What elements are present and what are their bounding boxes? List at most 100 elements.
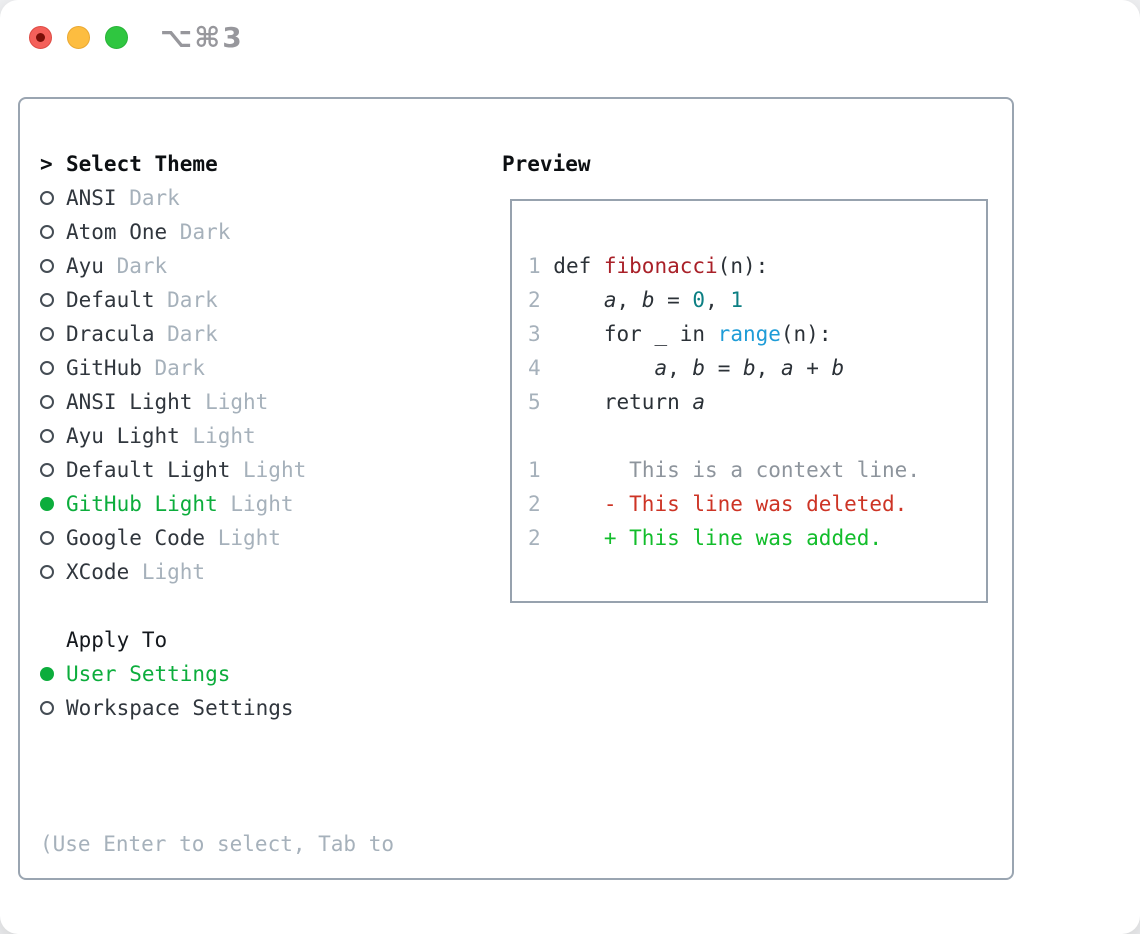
radio-circle (40, 395, 54, 409)
radio-circle (40, 667, 54, 681)
theme-option[interactable]: GitHub Light Light (40, 487, 492, 521)
code-token: 2 (528, 526, 541, 550)
code-token (541, 288, 604, 312)
theme-option[interactable]: XCode Light (40, 555, 492, 589)
keyboard-hint: (Use Enter to select, Tab to change focu… (40, 759, 492, 934)
option-label: Atom One (66, 220, 168, 244)
preview-code-line: 1 def fibonacci(n): (528, 249, 986, 283)
option-variant-tag: Light (179, 424, 256, 448)
preview-code-line: 1 This is a context line. (528, 453, 986, 487)
preview-code-line (528, 419, 986, 453)
code-token: a (603, 288, 617, 312)
theme-option[interactable]: Default Dark (40, 283, 492, 317)
radio-unselected-icon (40, 395, 66, 409)
theme-option[interactable]: Ayu Light Light (40, 419, 492, 453)
code-token: return (540, 390, 693, 414)
radio-circle (40, 429, 54, 443)
option-label: User Settings (66, 662, 231, 686)
code-token: 1 (528, 458, 541, 482)
focus-arrow-icon: > (40, 152, 53, 176)
code-token: b (641, 288, 655, 312)
theme-option[interactable]: Default Light Light (40, 453, 492, 487)
option-variant-tag: Light (230, 458, 307, 482)
radio-unselected-icon (40, 361, 66, 375)
theme-option[interactable]: ANSI Light Light (40, 385, 492, 419)
radio-circle (40, 497, 54, 511)
option-variant-tag: Dark (154, 322, 218, 346)
spacer (40, 589, 492, 623)
code-token: , (705, 288, 731, 312)
option-variant-tag: Dark (154, 288, 218, 312)
theme-option[interactable]: ANSI Dark (40, 181, 492, 215)
code-token: a (654, 356, 668, 380)
preview-heading: Preview (502, 147, 988, 181)
radio-unselected-icon (40, 259, 66, 273)
zoom-button[interactable] (105, 26, 128, 49)
code-token (541, 458, 630, 482)
radio-circle (40, 701, 54, 715)
radio-unselected-icon (40, 191, 66, 205)
apply-to-option[interactable]: User Settings (40, 657, 492, 691)
radio-unselected-icon (40, 429, 66, 443)
option-label: Workspace Settings (66, 696, 294, 720)
code-token: 2 (528, 492, 541, 516)
code-token: 5 (528, 390, 541, 414)
code-token: 2 (528, 288, 541, 312)
radio-circle (40, 463, 54, 477)
option-variant-tag: Dark (167, 220, 231, 244)
code-token: - This line was deleted. (603, 492, 908, 516)
preview-heading-label: Preview (502, 152, 591, 176)
code-token: b (743, 356, 756, 380)
close-button[interactable] (29, 26, 52, 49)
code-token: range (717, 322, 781, 346)
code-token: + This line was added. (603, 526, 883, 550)
code-token (541, 526, 604, 550)
code-token: + (793, 356, 832, 380)
preview-code-line: 2 - This line was deleted. (528, 487, 986, 521)
code-token: 1 (528, 254, 541, 278)
radio-unselected-icon (40, 225, 66, 239)
radio-circle (40, 225, 54, 239)
theme-option[interactable]: Dracula Dark (40, 317, 492, 351)
theme-option[interactable]: Ayu Dark (40, 249, 492, 283)
option-variant-tag: Dark (141, 356, 206, 380)
traffic-lights (29, 26, 128, 49)
radio-unselected-icon (40, 531, 66, 545)
code-token: 4 (528, 356, 541, 380)
code-token (541, 356, 655, 380)
apply-to-heading: Apply To (40, 623, 492, 657)
apply-to-heading-label: Apply To (66, 628, 168, 652)
preview-code-line: 4 a, b = b, a + b (528, 351, 986, 385)
radio-circle (40, 259, 54, 273)
minimize-button[interactable] (67, 26, 90, 49)
radio-unselected-icon (40, 327, 66, 341)
option-variant-tag: Light (192, 390, 269, 414)
option-label: Default Light (66, 458, 231, 482)
select-theme-heading: > Select Theme (40, 147, 492, 181)
code-token: def (540, 254, 604, 278)
code-token: This is a context line. (629, 458, 920, 482)
preview-code-line: 5 return a (528, 385, 986, 419)
option-label: Dracula (66, 322, 155, 346)
radio-circle (40, 565, 54, 579)
code-token: , (755, 356, 781, 380)
theme-option[interactable]: Google Code Light (40, 521, 492, 555)
theme-option[interactable]: Atom One Dark (40, 215, 492, 249)
select-theme-heading-label: Select Theme (66, 152, 218, 176)
apply-to-option[interactable]: Workspace Settings (40, 691, 492, 725)
radio-circle (40, 293, 54, 307)
preview-code-line: 2 a, b = 0, 1 (528, 283, 986, 317)
option-variant-tag: Dark (116, 186, 180, 210)
option-label: ANSI (66, 186, 117, 210)
option-label: GitHub (66, 356, 142, 380)
keyboard-hint-line1: (Use Enter to select, Tab to (40, 832, 395, 856)
code-token (541, 492, 604, 516)
code-token: fibonacci (603, 254, 718, 278)
option-label: Ayu Light (66, 424, 180, 448)
option-label: ANSI Light (66, 390, 193, 414)
code-token: b (692, 356, 706, 380)
theme-option[interactable]: GitHub Dark (40, 351, 492, 385)
